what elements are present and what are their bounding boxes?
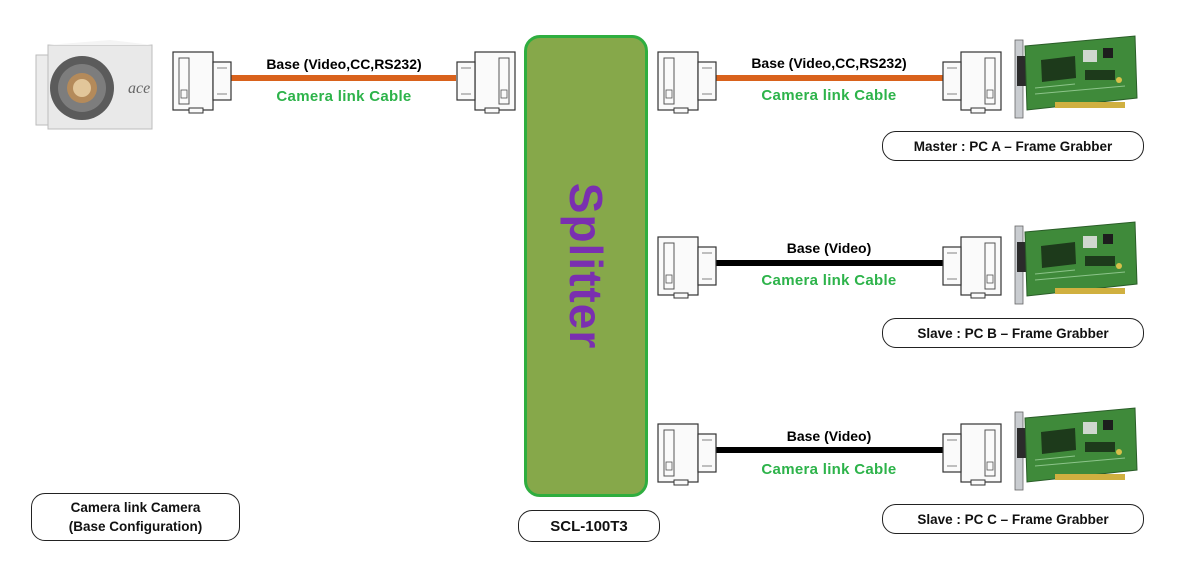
splitter-model-label: SCL-100T3 (518, 510, 660, 542)
output-cable-a-subtitle: Camera link Cable (761, 87, 897, 104)
output-cable-c (657, 407, 1138, 491)
output-cable-a-title: Base (Video,CC,RS232) (751, 55, 907, 71)
frame-grabber-card-icon (1014, 221, 1138, 305)
camera-link-connector-icon (657, 236, 717, 299)
output-cable-b (657, 221, 1138, 305)
camera-link-connector-icon (172, 51, 232, 114)
camera-label: Camera link Camera (Base Configuration) (31, 493, 240, 541)
output-cable-a (657, 35, 1138, 119)
camera-icon: ace (35, 40, 153, 130)
camera-brand-text: ace (128, 80, 150, 97)
camera-link-connector-icon (942, 236, 1002, 299)
output-cable-b-subtitle: Camera link Cable (761, 272, 897, 289)
camera-link-connector-icon (657, 423, 717, 486)
splitter-box: Splitter (524, 35, 648, 497)
output-cable-b-title: Base (Video) (786, 240, 872, 256)
output-cable-c-subtitle: Camera link Cable (761, 461, 897, 478)
input-cable-title: Base (Video,CC,RS232) (266, 56, 422, 72)
camera-link-connector-icon (942, 423, 1002, 486)
output-cable-c-title: Base (Video) (786, 428, 872, 444)
grabber-b-label: Slave : PC B – Frame Grabber (882, 318, 1144, 348)
grabber-a-label: Master : PC A – Frame Grabber (882, 131, 1144, 161)
camera-link-connector-icon (657, 51, 717, 114)
camera-link-connector-icon (456, 51, 516, 114)
camera-link-connector-icon (942, 51, 1002, 114)
input-cable-subtitle: Camera link Cable (276, 88, 412, 105)
splitter-text: Splitter (560, 182, 612, 350)
camera-label-line2: (Base Configuration) (68, 519, 203, 534)
camera-label-line1: Camera link Camera (70, 500, 201, 515)
frame-grabber-card-icon (1014, 407, 1138, 491)
grabber-c-label: Slave : PC C – Frame Grabber (882, 504, 1144, 534)
input-cable (172, 51, 516, 114)
frame-grabber-card-icon (1014, 35, 1138, 119)
